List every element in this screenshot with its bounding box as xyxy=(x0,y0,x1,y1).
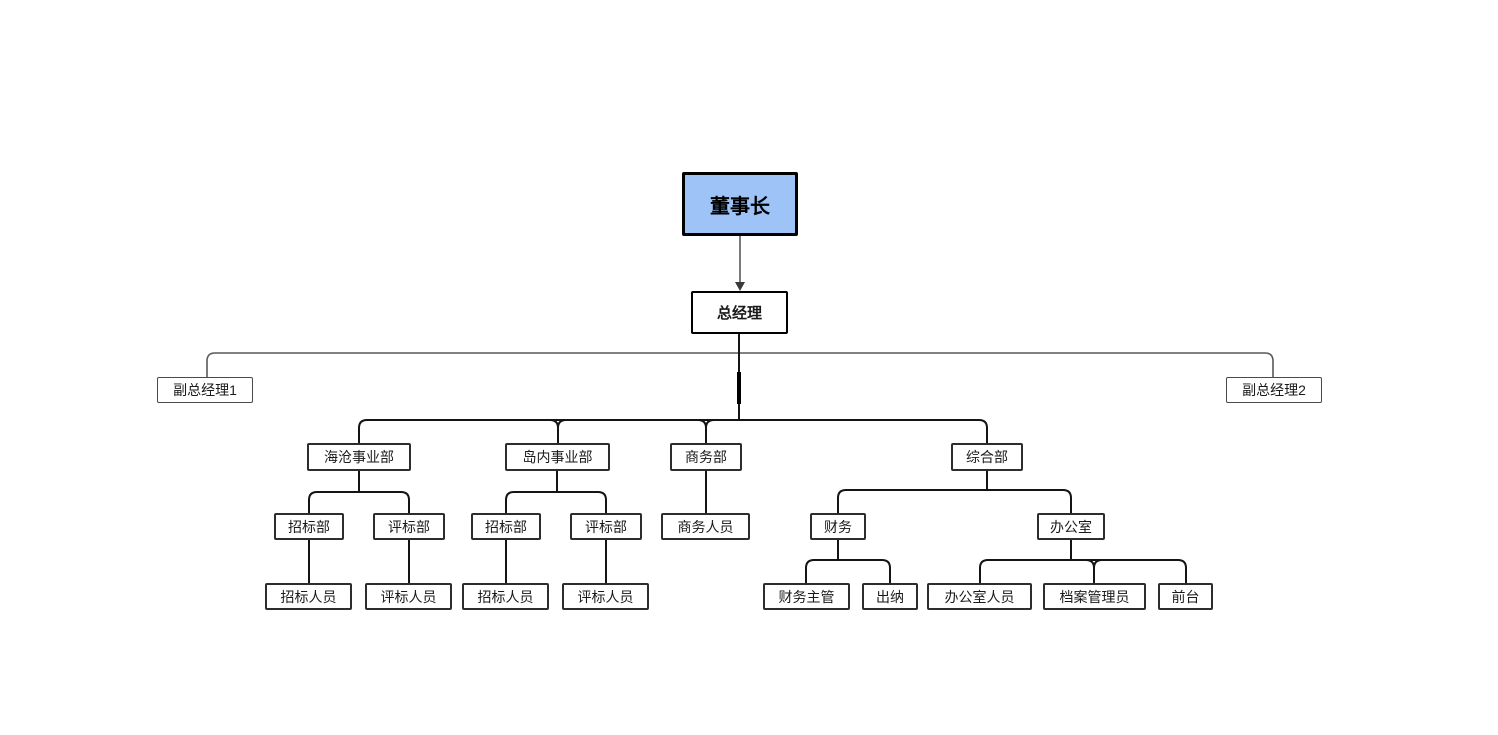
org-node-daonei-division[interactable]: 岛内事业部 xyxy=(505,443,610,471)
connector-drop-daonei xyxy=(549,419,567,443)
org-node-tender-staff-1[interactable]: 招标人员 xyxy=(265,583,352,610)
org-node-haicang-division[interactable]: 海沧事业部 xyxy=(307,443,411,471)
org-node-bid-eval-staff-2[interactable]: 评标人员 xyxy=(562,583,649,610)
org-node-tender-dept-1[interactable]: 招标部 xyxy=(274,513,344,540)
org-node-general-manager[interactable]: 总经理 xyxy=(691,291,788,334)
org-node-general-affairs-dept[interactable]: 综合部 xyxy=(951,443,1023,471)
org-node-chairman[interactable]: 董事长 xyxy=(682,172,798,236)
connector-drop-business xyxy=(697,419,715,443)
org-node-business-staff[interactable]: 商务人员 xyxy=(661,513,750,540)
org-node-cashier[interactable]: 出纳 xyxy=(862,583,918,610)
connector-finance-children xyxy=(805,540,891,583)
connector-daonei-children xyxy=(505,471,607,513)
org-node-office[interactable]: 办公室 xyxy=(1037,513,1105,540)
org-node-archives-manager[interactable]: 档案管理员 xyxy=(1043,583,1146,610)
org-node-office-staff[interactable]: 办公室人员 xyxy=(927,583,1032,610)
org-node-finance-supervisor[interactable]: 财务主管 xyxy=(763,583,850,610)
org-node-tender-staff-2[interactable]: 招标人员 xyxy=(462,583,549,610)
org-node-bid-eval-dept-2[interactable]: 评标部 xyxy=(570,513,642,540)
connector-department-rail xyxy=(358,419,988,443)
org-node-front-desk[interactable]: 前台 xyxy=(1158,583,1213,610)
org-node-business-dept[interactable]: 商务部 xyxy=(670,443,742,471)
connector-office-children xyxy=(979,540,1187,583)
org-node-deputy-gm-1[interactable]: 副总经理1 xyxy=(157,377,253,403)
org-node-tender-dept-2[interactable]: 招标部 xyxy=(471,513,541,540)
arrowhead-gm xyxy=(735,282,745,291)
connector-haicang-children xyxy=(308,471,410,513)
org-node-bid-eval-staff-1[interactable]: 评标人员 xyxy=(365,583,452,610)
org-node-deputy-gm-2[interactable]: 副总经理2 xyxy=(1226,377,1322,403)
org-node-bid-eval-dept-1[interactable]: 评标部 xyxy=(373,513,445,540)
connector-general-affairs-children xyxy=(837,471,1072,513)
org-node-finance[interactable]: 财务 xyxy=(810,513,866,540)
